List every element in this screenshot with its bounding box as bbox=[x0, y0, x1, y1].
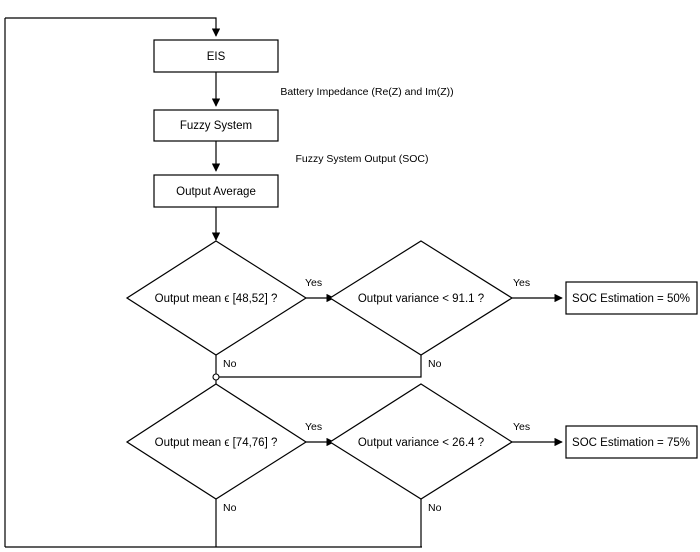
branch-label-no-mean-50: No bbox=[223, 358, 237, 370]
node-decision-variance-75-label: Output variance < 26.4 ? bbox=[358, 437, 484, 449]
node-output-average[interactable] bbox=[153, 174, 279, 208]
node-soc-estimation-75[interactable] bbox=[565, 425, 698, 459]
node-soc-estimation-50-label: SOC Estimation = 50% bbox=[572, 293, 690, 305]
branch-label-yes-mean-50: Yes bbox=[305, 277, 322, 289]
junction-dot-row1 bbox=[212, 373, 220, 381]
node-decision-mean-75-label: Output mean ϵ [74,76] ? bbox=[155, 437, 278, 449]
edge-label-battery-impedance: Battery Impedance (Re(Z) and Im(Z)) bbox=[280, 86, 453, 98]
edge-label-fuzzy-output: Fuzzy System Output (SOC) bbox=[295, 153, 428, 165]
branch-label-no-mean-75: No bbox=[223, 502, 237, 514]
node-decision-mean-50-label: Output mean ϵ [48,52] ? bbox=[155, 293, 278, 305]
node-output-average-label: Output Average bbox=[176, 186, 256, 198]
node-decision-variance-50-label: Output variance < 91.1 ? bbox=[358, 293, 484, 305]
branch-label-no-variance-50: No bbox=[428, 358, 442, 370]
node-eis[interactable] bbox=[153, 39, 279, 73]
branch-label-yes-variance-50: Yes bbox=[513, 277, 530, 289]
cut-off-caption bbox=[0, 0, 700, 4]
branch-label-yes-mean-75: Yes bbox=[305, 421, 322, 433]
node-soc-estimation-75-label: SOC Estimation = 75% bbox=[572, 437, 690, 449]
edge-feedback-to-eis bbox=[5, 17, 221, 37]
node-fuzzy-system-label: Fuzzy System bbox=[180, 120, 252, 132]
branch-label-no-variance-75: No bbox=[428, 502, 442, 514]
edge-no-variance50-to-junction bbox=[216, 355, 422, 378]
node-soc-estimation-50[interactable] bbox=[565, 281, 698, 315]
branch-label-yes-variance-75: Yes bbox=[513, 421, 530, 433]
node-eis-label: EIS bbox=[207, 51, 226, 63]
